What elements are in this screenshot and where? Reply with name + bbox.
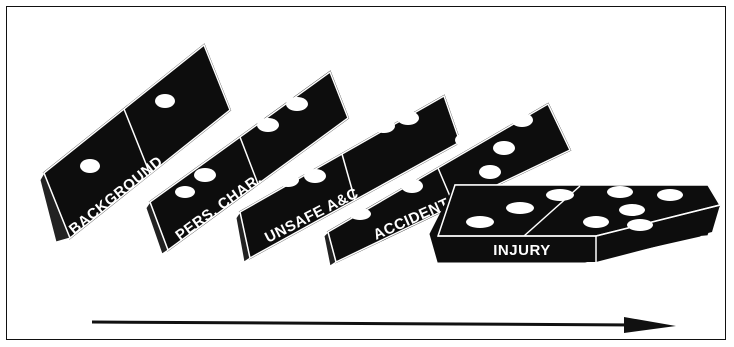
- pip: [546, 189, 574, 201]
- pip: [175, 186, 195, 198]
- pip: [397, 111, 419, 125]
- pip: [349, 208, 371, 220]
- direction-arrow: [92, 317, 676, 333]
- pip: [511, 113, 533, 127]
- pip: [627, 219, 653, 231]
- pip: [80, 159, 100, 173]
- pip: [401, 179, 423, 193]
- pip: [155, 94, 175, 108]
- pip: [286, 97, 308, 111]
- pip: [657, 189, 683, 201]
- pip: [257, 118, 279, 132]
- domino-label: INJURY: [493, 242, 550, 259]
- pip: [304, 169, 326, 183]
- pip: [506, 202, 534, 214]
- pip: [493, 141, 515, 155]
- pip: [455, 133, 477, 147]
- pip: [479, 165, 501, 179]
- pip: [619, 204, 645, 216]
- domino-injury: INJURY: [430, 185, 720, 262]
- pip: [607, 186, 633, 198]
- pip: [466, 216, 494, 228]
- pip: [194, 168, 216, 182]
- pip: [277, 173, 299, 187]
- pip: [373, 119, 395, 133]
- pip: [349, 113, 371, 127]
- pip: [583, 216, 609, 228]
